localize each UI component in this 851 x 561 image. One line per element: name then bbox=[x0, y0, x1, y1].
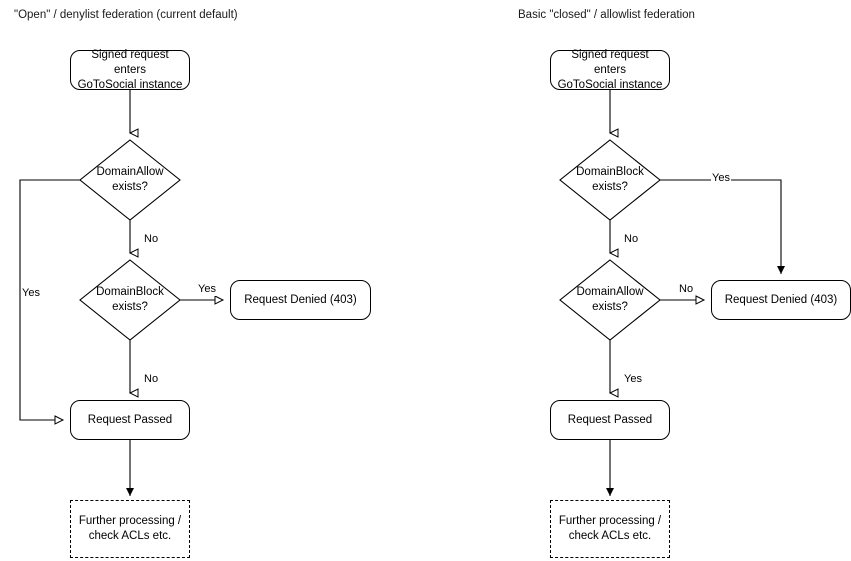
node-further-processing-right-text: Further processing / check ACLs etc. bbox=[558, 515, 662, 542]
node-further-processing-left-text: Further processing / check ACLs etc. bbox=[78, 515, 182, 542]
edge-label-allow-yes-left: Yes bbox=[21, 287, 41, 300]
diagram-title-denylist: "Open" / denylist federation (current de… bbox=[14, 9, 238, 21]
diamond-domainblock-right bbox=[559, 139, 661, 221]
node-entry-right[interactable]: Signed request enters GoToSocial instanc… bbox=[550, 48, 670, 91]
node-request-denied-right[interactable]: Request Denied (403) bbox=[711, 280, 851, 320]
node-entry-right-text: Signed request enters GoToSocial instanc… bbox=[557, 48, 663, 91]
node-request-passed-left[interactable]: Request Passed bbox=[70, 400, 190, 440]
node-entry-left[interactable]: Signed request enters GoToSocial instanc… bbox=[70, 48, 190, 91]
edge-label-block-no-right: No bbox=[623, 233, 640, 246]
node-request-denied-left-text: Request Denied (403) bbox=[244, 293, 357, 306]
edge-label-block-no-left: No bbox=[143, 373, 160, 386]
node-request-passed-right[interactable]: Request Passed bbox=[550, 400, 670, 440]
node-request-passed-left-text: Request Passed bbox=[87, 413, 173, 426]
node-request-passed-right-text: Request Passed bbox=[567, 413, 653, 426]
edge-label-allow-no-left: No bbox=[143, 233, 160, 246]
diamond-domainallow-left bbox=[79, 139, 181, 221]
edge-allow-yes-left bbox=[19, 179, 80, 425]
diagram-title-allowlist: Basic "closed" / allowlist federation bbox=[518, 9, 695, 21]
node-further-processing-left[interactable]: Further processing / check ACLs etc. bbox=[70, 500, 190, 558]
node-request-denied-right-text: Request Denied (403) bbox=[724, 293, 838, 306]
edge-label-allow-no-right: No bbox=[678, 283, 695, 296]
node-request-denied-left[interactable]: Request Denied (403) bbox=[230, 280, 371, 320]
node-entry-left-text: Signed request enters GoToSocial instanc… bbox=[77, 48, 183, 91]
diamond-domainallow-right bbox=[559, 259, 661, 341]
edge-label-block-yes-right: Yes bbox=[711, 172, 731, 185]
edge-block-yes-right bbox=[660, 179, 785, 274]
diamond-domainblock-left bbox=[79, 259, 181, 341]
edge-label-block-yes-left: Yes bbox=[197, 283, 217, 296]
edge-label-allow-yes-right: Yes bbox=[623, 373, 643, 386]
node-further-processing-right[interactable]: Further processing / check ACLs etc. bbox=[550, 500, 670, 558]
